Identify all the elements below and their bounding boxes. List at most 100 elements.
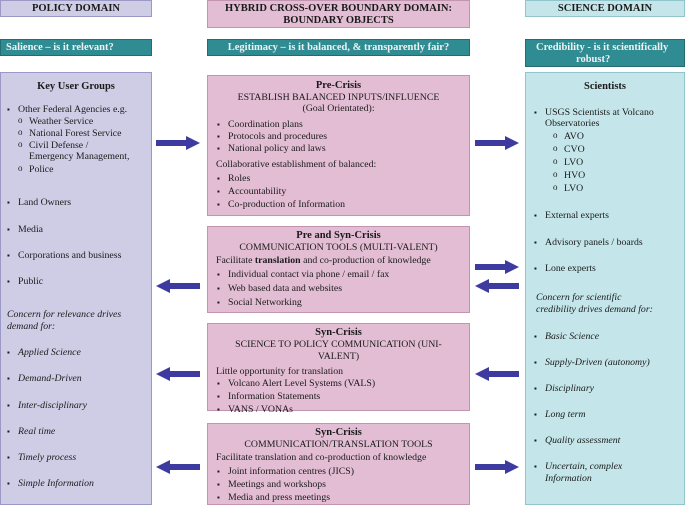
- meetings-workshops-item: Meetings and workshops: [217, 479, 326, 490]
- pre-syn-crisis-title: Pre and Syn-Crisis: [296, 230, 381, 241]
- relevance-concern-line-1: Concern for relevance drives: [7, 309, 122, 320]
- policy-domain-label: POLICY DOMAIN: [32, 3, 120, 14]
- demand-simple-information: Simple Information: [7, 478, 94, 489]
- pre-crisis-subtitle-1: ESTABLISH BALANCED INPUTS/INFLUENCE: [237, 92, 440, 103]
- legitimacy-label: Legitimacy – is it balanced, & transpare…: [227, 42, 450, 53]
- credibility-concern-line-1: Concern for scientific: [536, 292, 622, 303]
- syn-crisis-title-2: Syn-Crisis: [315, 427, 362, 438]
- science-domain-label: SCIENCE DOMAIN: [557, 3, 653, 14]
- information-statements-item: Information Statements: [217, 391, 320, 402]
- science-to-policy-subtitle-2: VALENT): [317, 351, 360, 362]
- individual-contact-item: Individual contact via phone / email / f…: [217, 269, 389, 280]
- usgs-scientists-item: USGS Scientists at Volcano: [534, 107, 654, 118]
- obs-avo: AVO: [553, 130, 584, 142]
- policy-domain-header: POLICY DOMAIN: [0, 0, 152, 17]
- demand-quality-assessment: Quality assessment: [534, 435, 620, 446]
- media-item: Media: [7, 224, 43, 235]
- facilitate-suffix: and co-production of knowledge: [300, 255, 431, 266]
- obs-lvo: LVO: [553, 156, 583, 168]
- science-domain-header: SCIENCE DOMAIN: [525, 0, 685, 17]
- roles-item: Roles: [217, 173, 250, 184]
- obs-hvo: HVO: [553, 169, 585, 181]
- science-to-policy-subtitle-1: SCIENCE TO POLICY COMMUNICATION (UNI-: [235, 339, 442, 350]
- credibility-bar: Credibility - is it scientifically robus…: [525, 39, 685, 67]
- credibility-label-2: robust?: [576, 54, 611, 65]
- demand-uncertain-complex: Uncertain, complex: [534, 461, 622, 472]
- obs-lvo-2: LVO: [553, 182, 583, 194]
- translation-emphasis: translation: [254, 255, 301, 266]
- co-production-item: Co-production of Information: [217, 199, 345, 210]
- media-press-meetings-item: Media and press meetings: [217, 492, 330, 503]
- protocols-item: Protocols and procedures: [217, 131, 327, 142]
- pre-crisis-title: Pre-Crisis: [315, 80, 362, 91]
- vans-vonas-item: VANS / VONAs: [217, 404, 293, 415]
- pre-crisis-box: Pre-Crisis ESTABLISH BALANCED INPUTS/INF…: [207, 75, 470, 216]
- demand-disciplinary: Disciplinary: [534, 383, 594, 394]
- pre-crisis-subtitle-2: (Goal Orientated):: [302, 103, 375, 114]
- hybrid-domain-header: HYBRID CROSS-OVER BOUNDARY DOMAIN: BOUND…: [207, 0, 470, 28]
- national-policy-item: National policy and laws: [217, 143, 326, 154]
- weather-service-item: Weather Service: [18, 115, 93, 127]
- syn-crisis-title-1: Syn-Crisis: [315, 327, 362, 338]
- coordination-plans-item: Coordination plans: [217, 119, 303, 130]
- demand-long-term: Long term: [534, 409, 585, 420]
- advisory-panels-item: Advisory panels / boards: [534, 237, 643, 248]
- salience-label: Salience – is it relevant?: [6, 42, 114, 53]
- translation-tools-subtitle: COMMUNICATION/TRANSLATION TOOLS: [244, 439, 433, 450]
- relevance-concern-line-2: demand for:: [7, 321, 56, 332]
- land-owners-item: Land Owners: [7, 197, 71, 208]
- little-opportunity-line: Little opportunity for translation: [216, 366, 344, 377]
- arrow-right-pre-syn-to-science: [475, 260, 519, 274]
- demand-supply-driven: Supply-Driven (autonomy): [534, 357, 650, 368]
- legitimacy-bar: Legitimacy – is it balanced, & transpare…: [207, 39, 470, 56]
- demand-timely-process: Timely process: [7, 452, 76, 463]
- demand-demand-driven: Demand-Driven: [7, 373, 82, 384]
- arrow-right-translation-to-science: [475, 460, 519, 474]
- forest-service-item: National Forest Service: [18, 127, 121, 139]
- demand-inter-disciplinary: Inter-disciplinary: [7, 400, 87, 411]
- syn-crisis-uni-valent-box: Syn-Crisis SCIENCE TO POLICY COMMUNICATI…: [207, 323, 470, 415]
- lone-experts-item: Lone experts: [534, 263, 596, 274]
- public-item: Public: [7, 276, 43, 287]
- arrow-left-syn-crisis-to-policy: [156, 367, 200, 381]
- policy-column: Key User Groups Other Federal Agencies e…: [0, 72, 152, 505]
- arrow-left-science-to-syn-crisis: [475, 367, 519, 381]
- vals-item: Volcano Alert Level Systems (VALS): [217, 378, 375, 389]
- hybrid-domain-label-1: HYBRID CROSS-OVER BOUNDARY DOMAIN:: [224, 3, 453, 14]
- demand-real-time: Real time: [7, 426, 55, 437]
- pre-syn-crisis-box: Pre and Syn-Crisis COMMUNICATION TOOLS (…: [207, 226, 470, 313]
- facilitate-prefix: Facilitate: [216, 255, 255, 266]
- facilitate-translation-line: Facilitate translation and co-production…: [216, 255, 431, 266]
- web-based-data-item: Web based data and websites: [217, 283, 342, 294]
- social-networking-item: Social Networking: [217, 297, 302, 308]
- arrow-left-pre-syn-to-policy: [156, 279, 200, 293]
- salience-bar: Salience – is it relevant?: [0, 39, 152, 56]
- external-experts-item: External experts: [534, 210, 609, 221]
- key-user-groups-title: Key User Groups: [37, 81, 115, 92]
- demand-applied-science: Applied Science: [7, 347, 81, 358]
- collaborative-establishment-line: Collaborative establishment of balanced:: [216, 159, 377, 170]
- credibility-concern-line-2: credibility drives demand for:: [536, 304, 653, 315]
- science-column: Scientists USGS Scientists at Volcano Ob…: [525, 72, 685, 505]
- arrow-left-science-to-pre-syn: [475, 279, 519, 293]
- arrow-left-translation-to-policy: [156, 460, 200, 474]
- hybrid-domain-label-2: BOUNDARY OBJECTS: [283, 15, 394, 26]
- corporations-item: Corporations and business: [7, 250, 121, 261]
- syn-crisis-translation-box: Syn-Crisis COMMUNICATION/TRANSLATION TOO…: [207, 423, 470, 505]
- federal-agencies-item: Other Federal Agencies e.g.: [7, 104, 127, 115]
- accountability-item: Accountability: [217, 186, 286, 197]
- facilitate-co-production-line: Facilitate translation and co-production…: [216, 452, 427, 463]
- arrow-right-policy-to-precrisis: [156, 136, 200, 150]
- communication-tools-subtitle: COMMUNICATION TOOLS (MULTI-VALENT): [239, 242, 438, 253]
- obs-cvo: CVO: [553, 143, 585, 155]
- scientists-title: Scientists: [584, 81, 626, 92]
- demand-information-line: Information: [545, 473, 592, 484]
- usgs-observatories-line: Observatories: [545, 118, 600, 129]
- emergency-management-line: Emergency Management,: [29, 151, 130, 162]
- civil-defense-item: Civil Defense /: [18, 139, 88, 151]
- police-item: Police: [18, 163, 53, 175]
- credibility-label-1: Credibility - is it scientifically: [536, 42, 669, 53]
- arrow-right-precrisis-to-science: [475, 136, 519, 150]
- joint-information-centres-item: Joint information centres (JICS): [217, 466, 354, 477]
- demand-basic-science: Basic Science: [534, 331, 599, 342]
